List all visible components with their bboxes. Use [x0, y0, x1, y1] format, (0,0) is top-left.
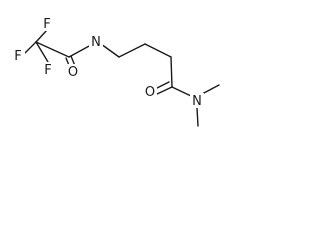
bond-n1-c1 [100, 43, 120, 58]
atom-label-fluorine-top: F [43, 17, 50, 32]
bond-cf3-f-bottom [35, 41, 49, 63]
bond-c3-c4 [170, 56, 173, 88]
atom-layer: F F F O N O N [12, 16, 204, 109]
atom-nitrogen-amide2: N [190, 93, 204, 109]
atom-label-oxygen-amide1: O [68, 65, 78, 80]
bond-c1-c2 [118, 43, 146, 58]
atom-oxygen-amide2: O [143, 84, 157, 100]
atom-label-nitrogen-amide2: N [192, 94, 202, 109]
atom-label-fluorine-left: F [14, 49, 21, 64]
atom-label-fluorine-bottom: F [44, 63, 51, 78]
bond-c2-c3 [144, 43, 172, 58]
bond-c4-o2-b [154, 81, 170, 90]
atom-fluorine-bottom: F [42, 62, 55, 78]
atom-fluorine-left: F [12, 48, 25, 64]
atom-fluorine-top: F [41, 16, 54, 32]
structure-diagram: F F F O N O N [12, 16, 220, 127]
atom-nitrogen-amide1: N [89, 34, 103, 50]
atom-oxygen-amide1: O [66, 64, 80, 80]
bond-carbonyl-n1 [68, 44, 92, 58]
atom-label-nitrogen-amide1: N [91, 35, 101, 50]
bond-cf3-f-left [24, 41, 37, 54]
bond-c4-o2-a [156, 86, 173, 95]
bond-n2-methyl-down [196, 107, 199, 127]
atom-label-oxygen-amide2: O [145, 85, 155, 100]
bond-c4-n2 [171, 86, 192, 97]
bond-n2-methyl-up [201, 84, 220, 95]
bond-layer [24, 29, 220, 127]
bond-cf3-carbonyl [35, 41, 70, 58]
bond-cf3-f-top [35, 29, 48, 43]
